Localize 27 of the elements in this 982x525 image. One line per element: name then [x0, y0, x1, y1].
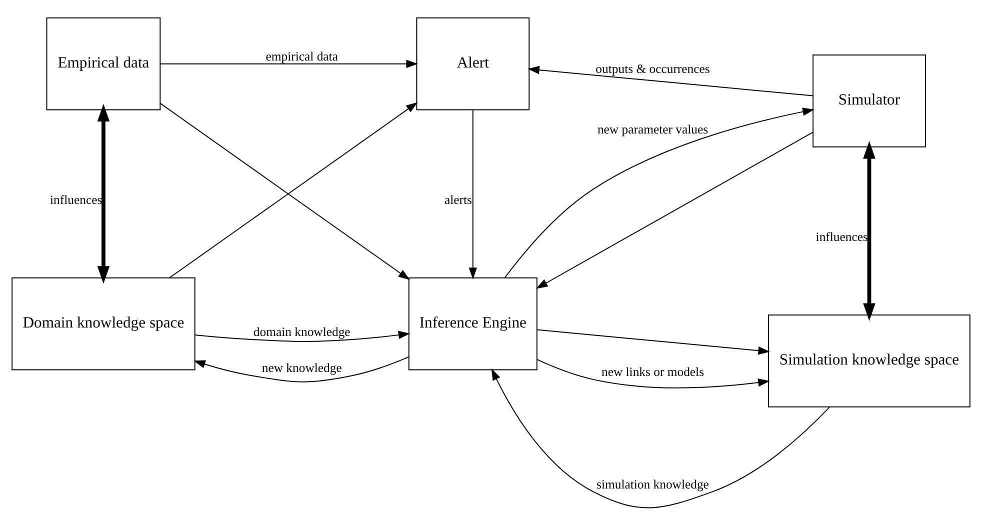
arrow — [536, 131, 814, 288]
node-box: Empirical data — [46, 16, 161, 110]
node-box: Simulation knowledge space — [768, 314, 970, 407]
node-box: Alert — [416, 16, 530, 110]
edge-label: simulation knowledge — [596, 476, 709, 491]
arrow — [528, 65, 814, 96]
node-box: Simulator — [812, 54, 926, 147]
edge-label: empirical data — [266, 48, 338, 63]
arrow — [194, 330, 410, 342]
arrow — [536, 328, 770, 354]
node-box: Inference Engine — [408, 276, 538, 370]
edge-label: alerts — [444, 192, 472, 207]
arrow — [160, 59, 418, 68]
arrow — [863, 140, 876, 320]
arrow — [491, 368, 830, 508]
arrow — [536, 358, 770, 388]
edge-label: influences — [816, 229, 868, 244]
edge-label: outputs & occurrences — [596, 62, 710, 76]
edge-label: new parameter values — [597, 122, 708, 136]
arrow — [194, 356, 410, 382]
edge-label: new knowledge — [262, 360, 342, 375]
arrow — [97, 103, 110, 284]
edge-label: new links or models — [601, 364, 704, 379]
edge-label: domain knowledge — [253, 324, 350, 338]
arrow — [504, 107, 814, 278]
node-box: Domain knowledge space — [12, 276, 196, 370]
arrow — [468, 108, 478, 279]
